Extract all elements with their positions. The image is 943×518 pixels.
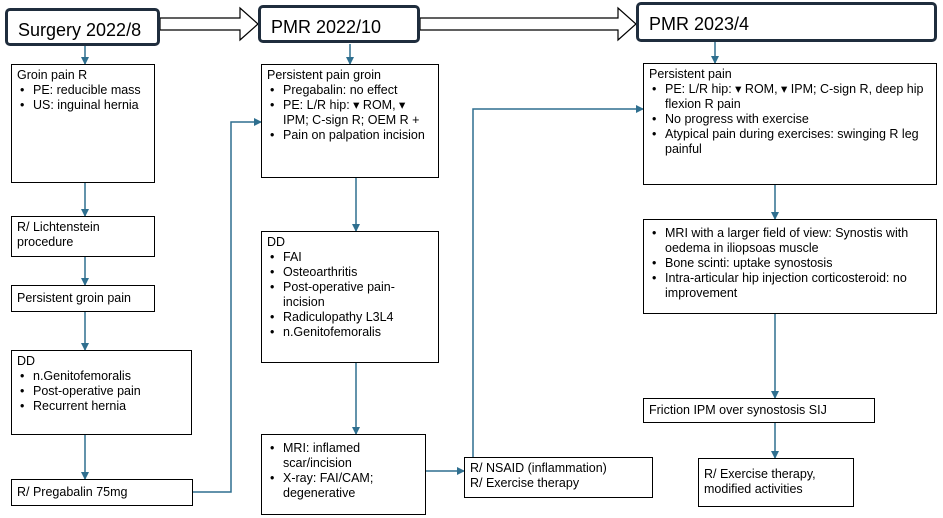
header-arrow-1 xyxy=(159,6,259,42)
box-dd-2: DD FAI Osteoarthritis Post-operative pai… xyxy=(261,231,439,363)
box-text: R/ Exercise therapy, xyxy=(704,467,816,481)
box-lichtenstein: R/ Lichtenstein procedure xyxy=(11,216,155,257)
box-pregabalin: R/ Pregabalin 75mg xyxy=(11,479,193,506)
list-item: Atypical pain during exercises: swinging… xyxy=(652,127,931,157)
list-item: No progress with exercise xyxy=(652,112,931,127)
box-text: R/ NSAID (inflammation) xyxy=(470,461,607,475)
box-title: DD xyxy=(267,235,286,249)
box-text: R/ Pregabalin 75mg xyxy=(17,485,128,499)
box-title: Groin pain R xyxy=(17,68,88,82)
list-item: MRI with a larger field of view: Synosti… xyxy=(652,226,931,256)
list-item: PE: L/R hip: ▾ ROM, ▾ IPM; C-sign R, dee… xyxy=(652,82,931,112)
box-persistent-pain: Persistent pain PE: L/R hip: ▾ ROM, ▾ IP… xyxy=(643,63,937,185)
list-item: MRI: inflamed scar/incision xyxy=(270,441,420,471)
list-item: Recurrent hernia xyxy=(20,399,186,414)
list-item: Radiculopathy L3L4 xyxy=(270,310,433,325)
list-item: Bone scinti: uptake synostosis xyxy=(652,256,931,271)
box-persistent-pain-groin: Persistent pain groin Pregabalin: no eff… xyxy=(261,64,439,178)
list-item: Pain on palpation incision xyxy=(270,128,433,143)
box-friction: Friction IPM over synostosis SIJ xyxy=(643,398,875,423)
box-imaging-2: MRI with a larger field of view: Synosti… xyxy=(643,219,937,314)
header-surgery: Surgery 2022/8 xyxy=(5,8,160,46)
box-text: modified activities xyxy=(704,482,803,496)
header-pmr-1-label: PMR 2022/10 xyxy=(271,17,382,37)
box-title: DD xyxy=(17,354,36,368)
list-item: FAI xyxy=(270,250,433,265)
list-item: Intra-articular hip injection corticoste… xyxy=(652,271,931,301)
box-persistent-groin-pain: Persistent groin pain xyxy=(11,285,155,312)
list-item: Pregabalin: no effect xyxy=(270,83,433,98)
header-pmr-2: PMR 2023/4 xyxy=(636,2,937,42)
box-dd-1: DD n.Genitofemoralis Post-operative pain… xyxy=(11,350,192,435)
list-item: Osteoarthritis xyxy=(270,265,433,280)
list-item: Post-operative pain xyxy=(20,384,186,399)
list-item: n.Genitofemoralis xyxy=(20,369,186,384)
box-text: R/ Lichtenstein procedure xyxy=(17,220,100,249)
list-item: PE: reducible mass xyxy=(20,83,149,98)
list-item: X-ray: FAI/CAM; degenerative xyxy=(270,471,420,501)
list-item: US: inguinal hernia xyxy=(20,98,149,113)
box-text: Persistent groin pain xyxy=(17,291,131,305)
box-text: Friction IPM over synostosis SIJ xyxy=(649,403,827,417)
header-pmr-2-label: PMR 2023/4 xyxy=(649,14,750,34)
box-title: Persistent pain groin xyxy=(267,68,381,82)
box-title: Persistent pain xyxy=(649,67,732,81)
box-imaging: MRI: inflamed scar/incision X-ray: FAI/C… xyxy=(261,434,426,515)
box-groin-pain: Groin pain R PE: reducible mass US: ingu… xyxy=(11,64,155,183)
header-surgery-label: Surgery 2022/8 xyxy=(18,20,142,40)
list-item: Post-operative pain-incision xyxy=(270,280,433,310)
list-item: n.Genitofemoralis xyxy=(270,325,433,340)
header-arrow-2 xyxy=(419,6,637,42)
box-exercise-therapy: R/ Exercise therapy, modified activities xyxy=(698,458,854,507)
header-pmr-1: PMR 2022/10 xyxy=(258,5,420,43)
box-text: R/ Exercise therapy xyxy=(470,476,580,490)
box-nsaid: R/ NSAID (inflammation) R/ Exercise ther… xyxy=(464,457,653,498)
list-item: PE: L/R hip: ▾ ROM, ▾ IPM; C-sign R; OEM… xyxy=(270,98,433,128)
